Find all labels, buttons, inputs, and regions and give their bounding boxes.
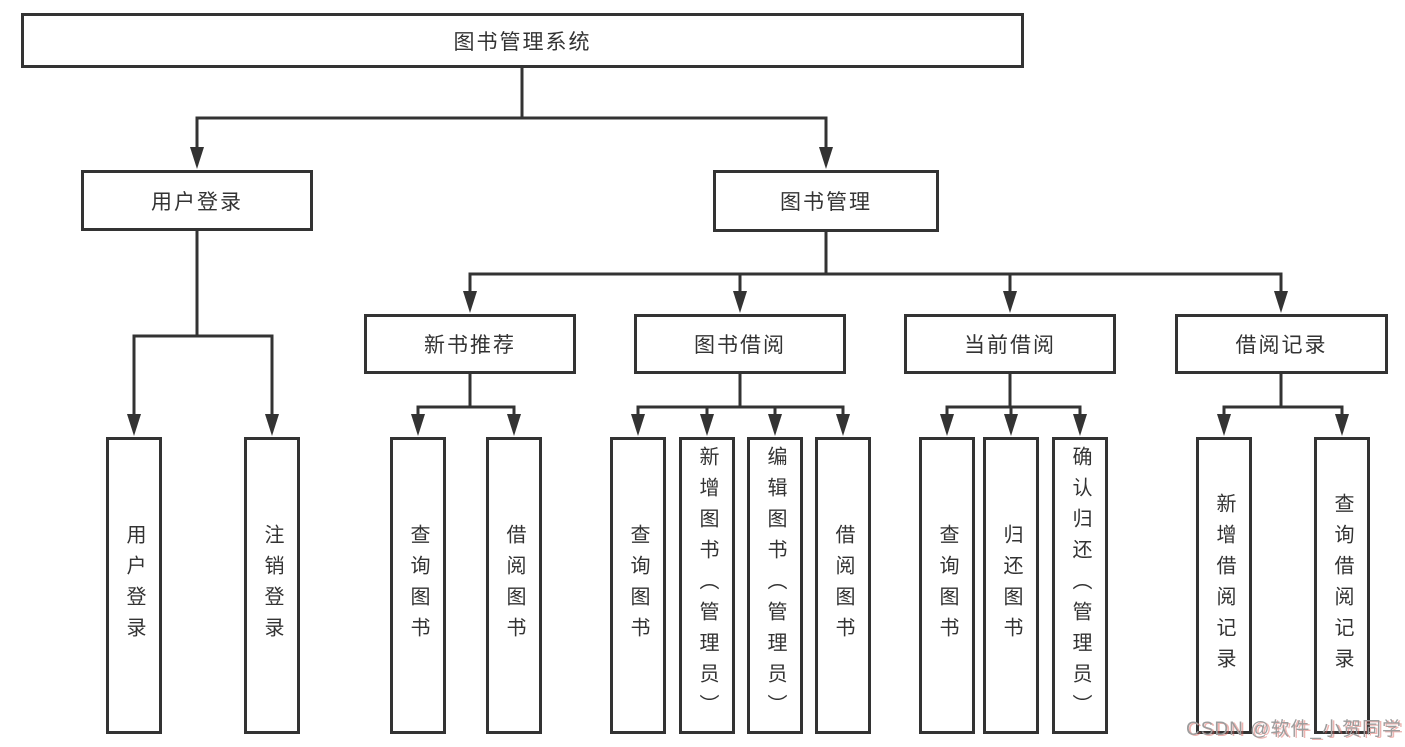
leaf-label: 查询图书 [936, 523, 958, 648]
node-root: 图书管理系统 [21, 13, 1024, 68]
node-borrow-records: 借阅记录 [1175, 314, 1388, 374]
leaf-user-login: 用户登录 [106, 437, 162, 734]
leaf-current-confirm-return-admin: 确认归还（管理员） [1052, 437, 1108, 734]
leaf-label: 新增借阅记录 [1213, 492, 1235, 679]
leaf-label: 借阅图书 [832, 523, 854, 648]
node-book-management: 图书管理 [713, 170, 939, 232]
leaf-label: 用户登录 [123, 523, 145, 648]
leaf-label: 查询图书 [627, 523, 649, 648]
leaf-bookborrow-borrow: 借阅图书 [815, 437, 871, 734]
leaf-bookborrow-add-admin: 新增图书（管理员） [679, 437, 735, 734]
leaf-label: 编辑图书（管理员） [764, 446, 786, 725]
node-new-book-recommend: 新书推荐 [364, 314, 576, 374]
arrowhead-icons [127, 147, 1349, 436]
leaf-label: 归还图书 [1000, 523, 1022, 648]
leaf-bookborrow-edit-admin: 编辑图书（管理员） [747, 437, 803, 734]
leaf-label: 注销登录 [261, 523, 283, 648]
csdn-watermark: CSDN @软件_小贺同学 [1186, 719, 1402, 740]
node-book-borrow: 图书借阅 [634, 314, 846, 374]
leaf-label: 新增图书（管理员） [696, 446, 718, 725]
leaf-label: 借阅图书 [503, 523, 525, 648]
leaf-records-add: 新增借阅记录 [1196, 437, 1252, 734]
leaf-current-query: 查询图书 [919, 437, 975, 734]
leaf-newbook-query: 查询图书 [390, 437, 446, 734]
leaf-current-return: 归还图书 [983, 437, 1039, 734]
leaf-logout: 注销登录 [244, 437, 300, 734]
leaf-bookborrow-query: 查询图书 [610, 437, 666, 734]
leaf-label: 查询图书 [407, 523, 429, 648]
leaf-newbook-borrow: 借阅图书 [486, 437, 542, 734]
leaf-label: 确认归还（管理员） [1069, 446, 1091, 725]
node-user-login: 用户登录 [81, 170, 313, 231]
leaf-label: 查询借阅记录 [1331, 492, 1353, 679]
node-current-borrow: 当前借阅 [904, 314, 1116, 374]
leaf-records-query: 查询借阅记录 [1314, 437, 1370, 734]
